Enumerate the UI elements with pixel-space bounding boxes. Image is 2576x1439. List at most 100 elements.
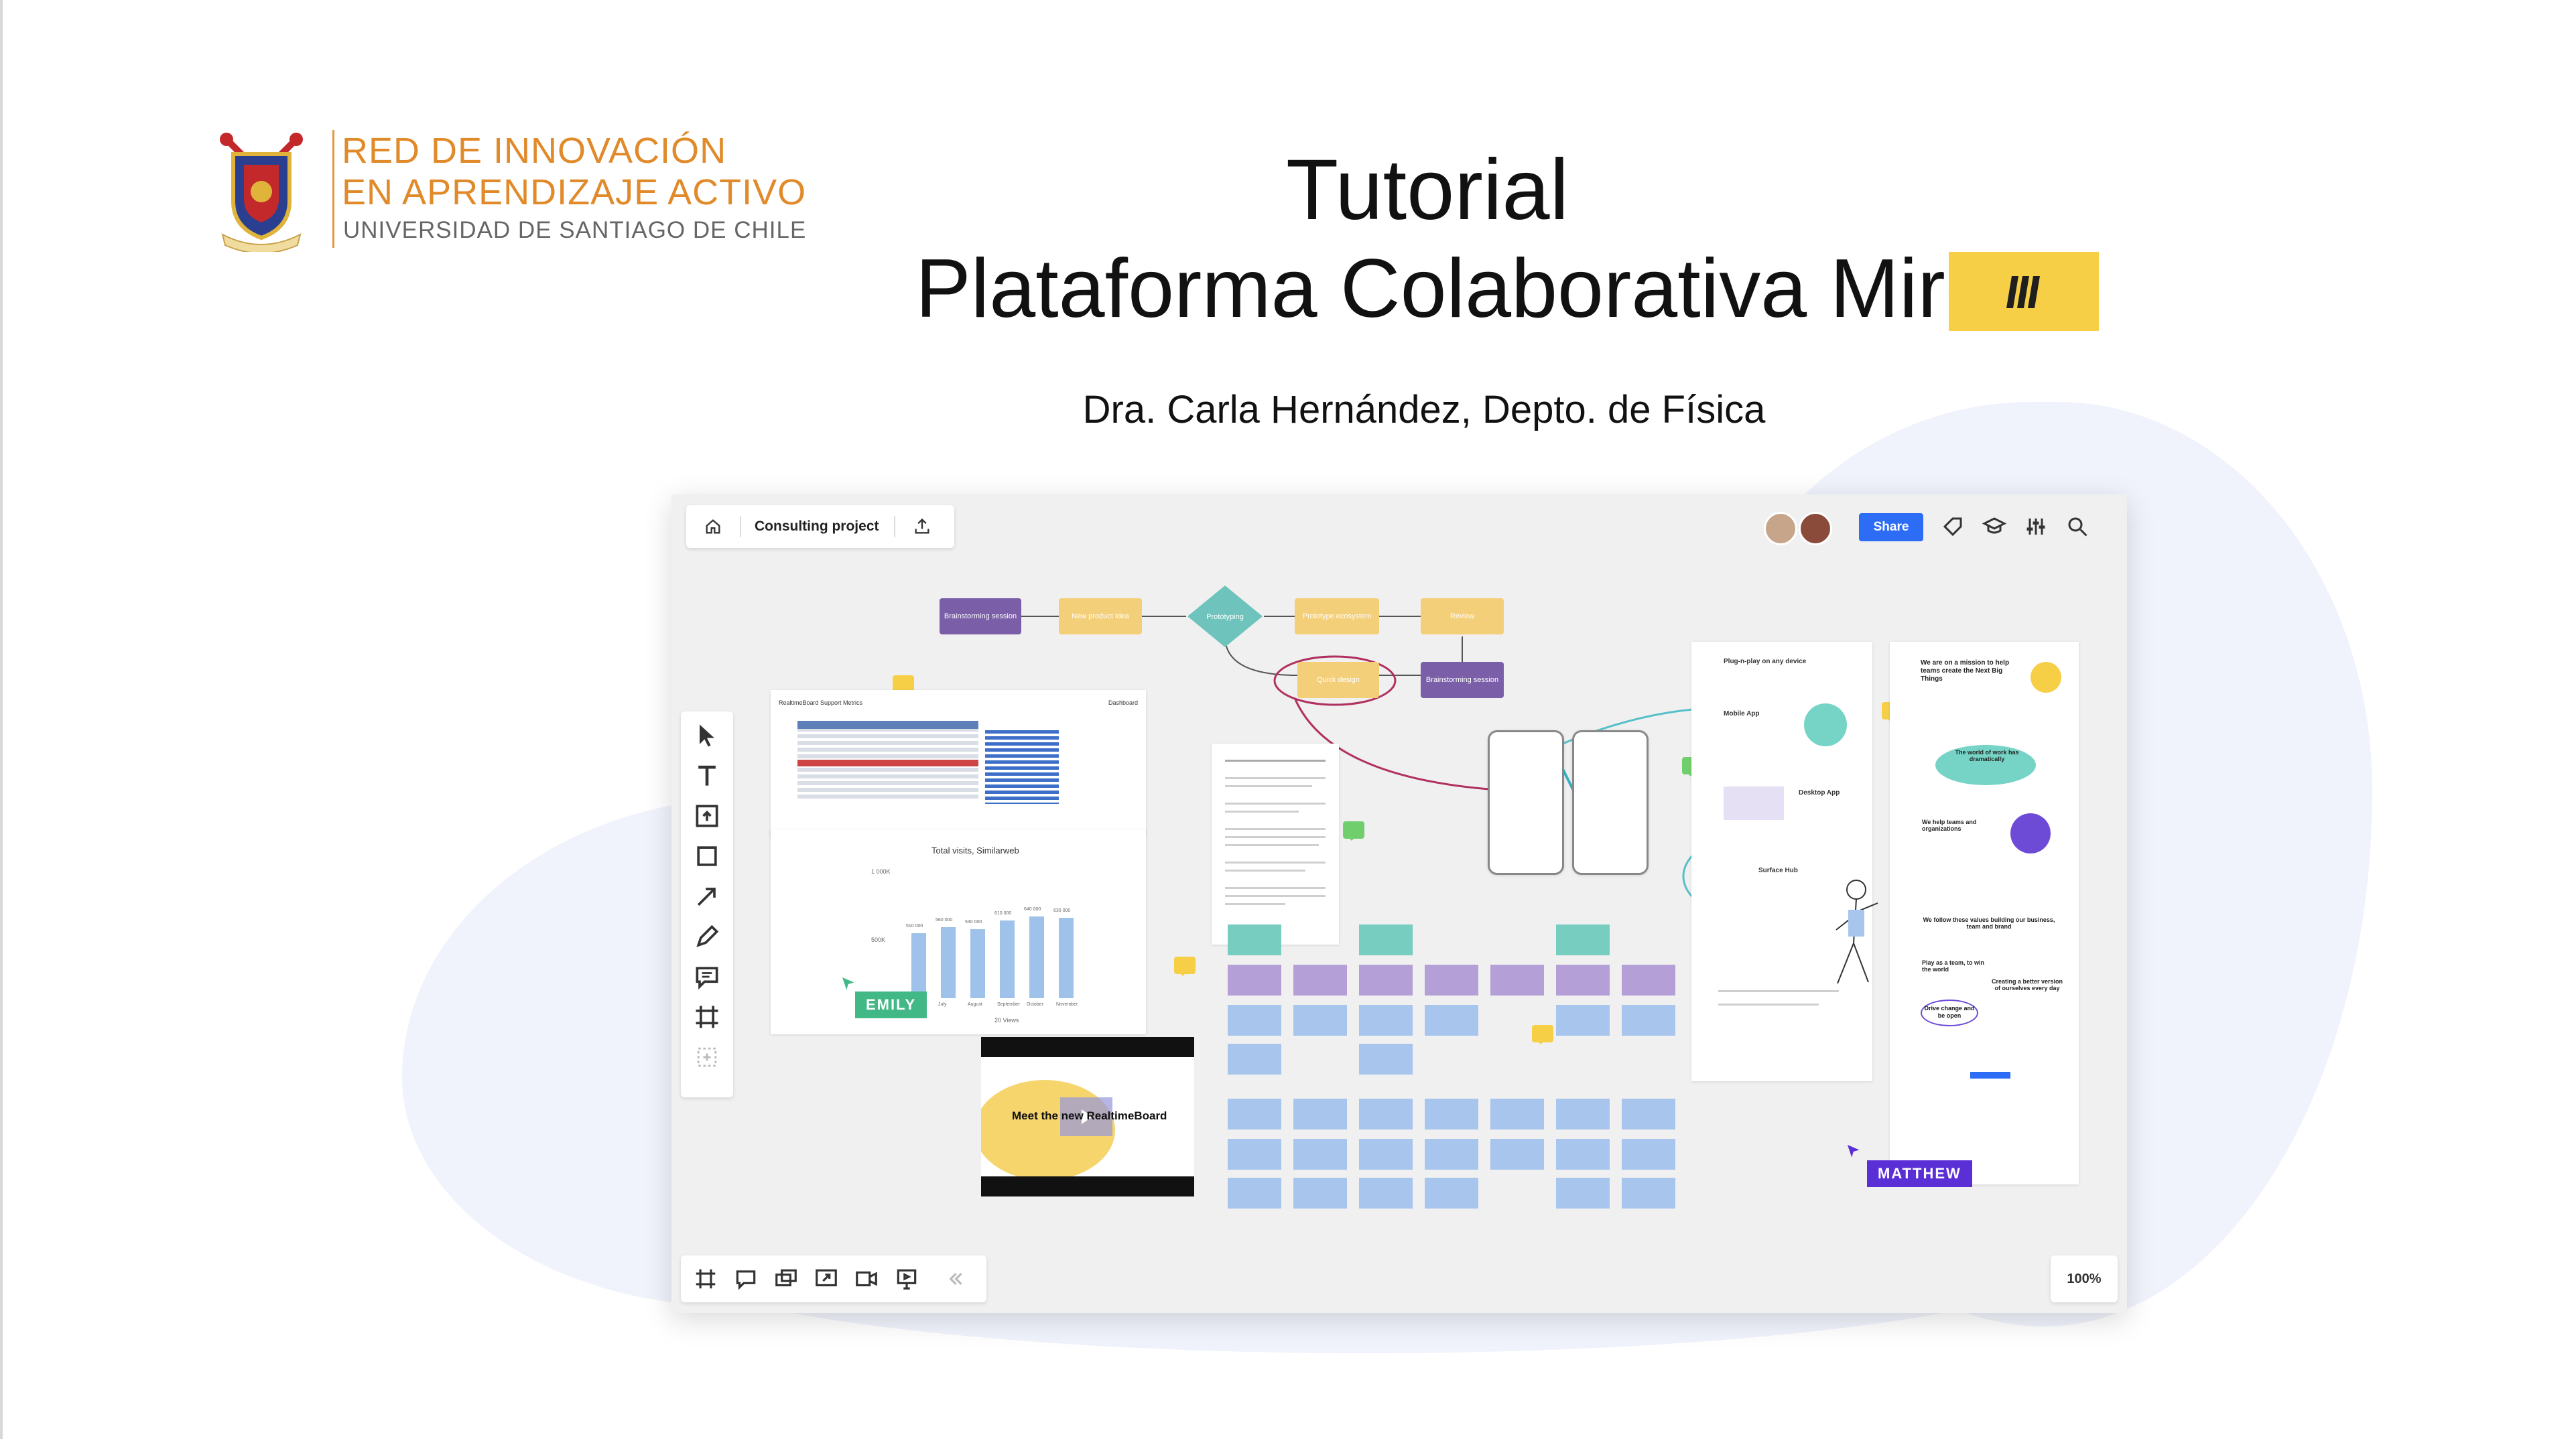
sticky-note[interactable] xyxy=(1490,965,1544,996)
search-icon[interactable] xyxy=(2065,515,2089,539)
video-icon[interactable] xyxy=(854,1266,879,1292)
document-line xyxy=(1225,803,1326,805)
tag-icon[interactable] xyxy=(1941,515,1965,539)
sticky-note[interactable] xyxy=(1293,1178,1347,1209)
flow-node[interactable]: Quick design xyxy=(1297,662,1379,698)
sticky-note[interactable] xyxy=(1228,1139,1281,1170)
website-panel-devices[interactable]: Plug-n-play on any device Mobile App Des… xyxy=(1691,642,1872,1081)
sticky-note[interactable] xyxy=(1556,1005,1610,1036)
sticky-note[interactable] xyxy=(1228,1005,1281,1036)
pen-icon[interactable] xyxy=(692,922,722,951)
sticky-note[interactable] xyxy=(1490,1139,1544,1170)
frame-icon[interactable] xyxy=(692,1002,722,1032)
sticky-note[interactable] xyxy=(1622,1139,1675,1170)
frames-icon[interactable] xyxy=(693,1266,718,1292)
add-icon[interactable] xyxy=(692,1042,722,1072)
sticky-note[interactable] xyxy=(1556,965,1610,996)
document-line xyxy=(1225,760,1326,762)
sticky-note[interactable] xyxy=(1293,965,1347,996)
website-panel-mission[interactable]: We are on a mission to help teams create… xyxy=(1890,642,2079,1184)
sticky-note[interactable] xyxy=(1359,1139,1413,1170)
purple-blob xyxy=(2010,813,2051,853)
sticky-note[interactable] xyxy=(1425,1099,1478,1129)
presentation-icon[interactable] xyxy=(894,1266,919,1292)
share-button[interactable]: Share xyxy=(1859,513,1923,541)
flow-node[interactable]: Brainstorming session xyxy=(940,598,1021,634)
phone-wireframe[interactable] xyxy=(1488,730,1564,875)
sticky-note[interactable] xyxy=(1425,1139,1478,1170)
export-icon[interactable] xyxy=(907,505,937,548)
learning-icon[interactable] xyxy=(1982,515,2006,539)
sticky-note[interactable] xyxy=(1228,965,1281,996)
sticky-note[interactable] xyxy=(1359,924,1413,955)
sticky-note[interactable] xyxy=(1228,924,1281,955)
collapse-icon[interactable] xyxy=(942,1266,968,1292)
sticky-note[interactable] xyxy=(1359,1178,1413,1209)
sticky-note[interactable] xyxy=(1228,1044,1281,1075)
university-logo: RED DE INNOVACIÓN EN APRENDIZAJE ACTIVO … xyxy=(214,127,806,255)
video-panel[interactable]: Meet the new RealtimeBoard xyxy=(981,1037,1194,1196)
website-line xyxy=(1718,1004,1819,1006)
flow-node[interactable]: Brainstorming session xyxy=(1421,662,1504,698)
chart-bar xyxy=(1029,916,1044,998)
avatar[interactable] xyxy=(1764,512,1797,545)
logo-text-line2: EN APRENDIZAJE ACTIVO xyxy=(342,172,807,212)
sticky-note[interactable] xyxy=(1622,1005,1675,1036)
chart-title: Total visits, Similarweb xyxy=(931,845,1019,855)
topbar-divider xyxy=(740,516,741,537)
comments-icon[interactable] xyxy=(733,1266,759,1292)
sticky-note[interactable] xyxy=(1359,1099,1413,1129)
flow-decision-diamond[interactable]: Prototyping xyxy=(1186,584,1264,648)
home-icon[interactable] xyxy=(698,505,728,548)
slide-title-line1: Tutorial xyxy=(1285,142,1569,238)
sticky-note[interactable] xyxy=(1293,1139,1347,1170)
dashboard-panel[interactable]: RealtimeBoard Support Metrics Dashboard xyxy=(771,690,1146,837)
sticky-note[interactable] xyxy=(1622,1099,1675,1129)
cards-icon[interactable] xyxy=(773,1266,799,1292)
video-play-button[interactable] xyxy=(1060,1097,1112,1136)
sticky-note[interactable] xyxy=(1228,1099,1281,1129)
sticky-note[interactable] xyxy=(1622,1178,1675,1209)
comment-icon[interactable] xyxy=(692,962,722,991)
phone-wireframe[interactable] xyxy=(1572,730,1649,875)
website-cta-button[interactable] xyxy=(1970,1072,2010,1079)
devices-headline: Plug-n-play on any device xyxy=(1724,658,1807,665)
chart-panel[interactable]: Total visits, Similarweb 20 Views 1 000K… xyxy=(771,829,1146,1034)
sticky-note[interactable] xyxy=(1425,1005,1478,1036)
sticky-note[interactable] xyxy=(1293,1099,1347,1129)
sticky-note[interactable] xyxy=(1556,924,1610,955)
select-icon[interactable] xyxy=(692,721,722,750)
sticky-note[interactable] xyxy=(1556,1099,1610,1129)
sticky-note[interactable] xyxy=(1228,1178,1281,1209)
sticky-note[interactable] xyxy=(1490,1099,1544,1129)
shape-icon[interactable] xyxy=(692,841,722,871)
screen-share-icon[interactable] xyxy=(814,1266,839,1292)
comment-marker[interactable] xyxy=(1174,957,1196,976)
settings-sliders-icon[interactable] xyxy=(2024,515,2048,539)
arrow-icon[interactable] xyxy=(692,882,722,911)
avatar[interactable] xyxy=(1799,512,1832,545)
project-name[interactable]: Consulting project xyxy=(755,519,879,534)
sticky-note[interactable] xyxy=(1556,1178,1610,1209)
flow-node[interactable]: Prototype ecosystem xyxy=(1295,598,1379,634)
miro-board-screenshot: Consulting project Share xyxy=(671,494,2127,1313)
mission-headline: We are on a mission to help teams create… xyxy=(1921,659,2010,683)
sticky-note[interactable] xyxy=(1425,965,1478,996)
comment-marker[interactable] xyxy=(1532,1025,1553,1044)
flow-node[interactable]: Review xyxy=(1421,598,1504,634)
text-icon[interactable] xyxy=(692,761,722,791)
document-panel[interactable] xyxy=(1212,744,1339,945)
sticky-note[interactable] xyxy=(1293,1005,1347,1036)
flow-node[interactable]: New product idea xyxy=(1059,598,1142,634)
sticky-note[interactable] xyxy=(1622,965,1675,996)
sticky-note[interactable] xyxy=(1556,1139,1610,1170)
sticky-note[interactable] xyxy=(1359,1044,1413,1075)
board-bottom-bar xyxy=(681,1255,986,1302)
cursor-label-emily: EMILY xyxy=(855,991,927,1018)
sticky-note[interactable] xyxy=(1425,1178,1478,1209)
sticky-note[interactable] xyxy=(1359,1005,1413,1036)
comment-marker[interactable] xyxy=(1343,821,1364,841)
sticky-note[interactable] xyxy=(1359,965,1413,996)
zoom-level[interactable]: 100% xyxy=(2051,1255,2118,1302)
upload-icon[interactable] xyxy=(692,801,722,831)
